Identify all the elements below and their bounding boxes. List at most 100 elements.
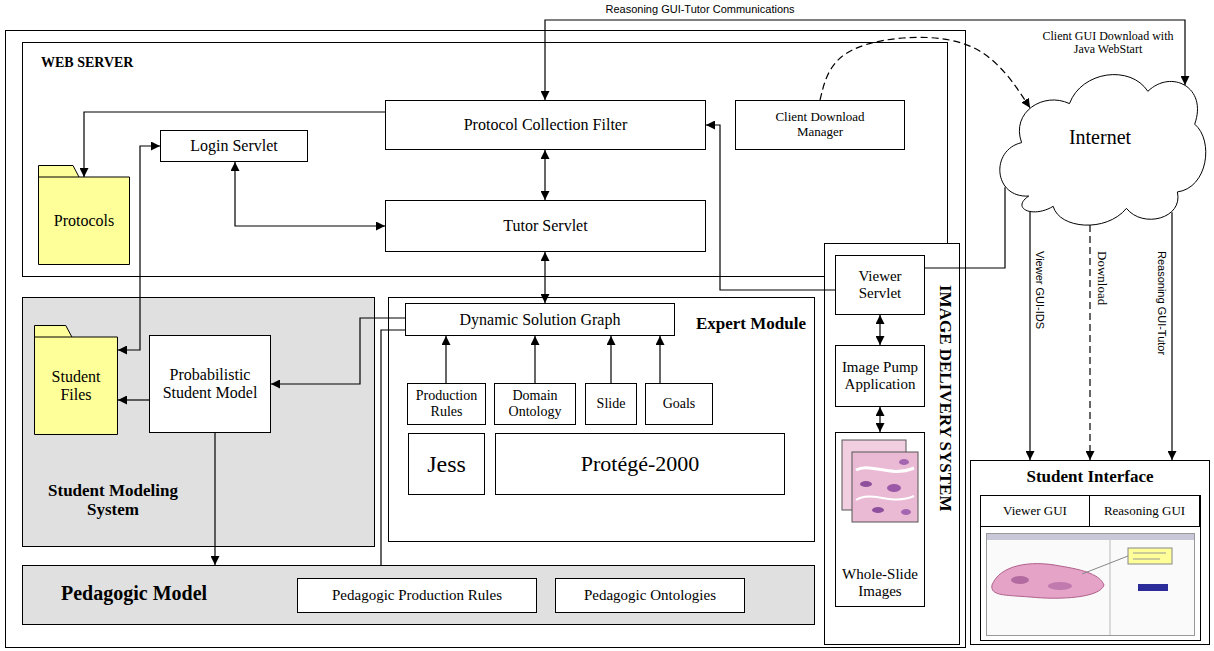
heading-holder: Pedagogic Model [61, 582, 207, 604]
cell-cluster [860, 481, 872, 487]
node-label: Reasoning GUI [1104, 504, 1185, 519]
cloud-outline [1000, 75, 1206, 226]
knowledge-box: Domain Ontology [494, 383, 576, 425]
knowledge-box: Production Rules [407, 383, 486, 425]
connector-label-holder: Reasoning GUI-Tutor Communications [605, 3, 796, 15]
group-heading: WEB SERVER [41, 55, 133, 71]
tissue-detail [1011, 576, 1029, 584]
node-label: Protocol Collection Filter [464, 116, 628, 134]
model-band: Pedagogic Model Pedagogic Production Rule… [22, 565, 815, 625]
tissue-streak [856, 496, 914, 500]
connector-line [1029, 212, 1030, 460]
subsystem-panel: Student Modeling System Student Files Prob… [22, 297, 375, 547]
connector-label: Reasoning GUI-Tutor [1156, 250, 1168, 356]
folder-tab-line [35, 337, 72, 338]
node-label: Pedagogic Production Rules [332, 587, 502, 604]
connector-label: Viewer GUI-IDS [1034, 250, 1046, 330]
slide-image [842, 440, 906, 510]
node-label: Slide [597, 396, 626, 412]
system-frame [6, 31, 966, 648]
cell-cluster [901, 509, 911, 515]
node-label: Client Download Manager [765, 110, 875, 139]
connector-line [118, 146, 160, 350]
connector-line [1089, 225, 1090, 460]
gui-cell: Viewer GUI [980, 495, 1090, 527]
knowledge-box: Slide [585, 383, 637, 425]
files-folder: Student Files [34, 325, 118, 435]
node-label: Internet [1069, 126, 1131, 148]
connector-label: Reasoning GUI-Tutor Communications [605, 3, 796, 15]
node-label: Protégé-2000 [581, 452, 700, 477]
connector-line [445, 336, 446, 383]
engine-box: Protégé-2000 [495, 433, 785, 495]
tissue-image [992, 564, 1104, 599]
filter-box: Protocol Collection Filter [385, 100, 706, 150]
connector-line [544, 150, 545, 200]
connector-label: Client GUI Download with Java WebStart [1038, 30, 1178, 57]
node-label: Viewer Servlet [840, 268, 920, 302]
slide-image [852, 452, 918, 522]
group-heading: IMAGE DELIVERY SYSTEM [936, 285, 955, 511]
connector-label-holder: Download [1094, 250, 1109, 306]
connector-line [381, 330, 405, 565]
connector-label-holder: Client GUI Download with Java WebStart [1038, 30, 1178, 57]
image-store-box: Whole-Slide Images [835, 432, 925, 607]
cell-cluster [887, 484, 901, 492]
node-label: Goals [663, 396, 696, 412]
connector-line [706, 125, 835, 290]
connector-line [925, 187, 1005, 268]
heading-holder: IMAGE DELIVERY SYSTEM [936, 285, 955, 511]
connector-line [659, 336, 660, 383]
application-box: Image Pump Application [835, 345, 925, 407]
connector-label-holder: Reasoning GUI-Tutor [1156, 250, 1168, 356]
interface-frame [981, 496, 1201, 641]
model-box: Probabilistic Student Model [149, 335, 271, 433]
manager-box: Client Download Manager [735, 100, 905, 150]
window-bar [987, 534, 1194, 540]
pointer-line [1082, 556, 1128, 574]
node-label: Dynamic Solution Graph [460, 311, 621, 329]
folder-outline [39, 166, 130, 265]
module-box: Expert ModuleDynamic Solution GraphProdu… [388, 297, 815, 542]
pedagogy-box: Pedagogic Ontologies [555, 578, 745, 613]
hypothesis-bar [1138, 584, 1168, 591]
connector-line [545, 20, 1185, 100]
node-label: Domain Ontology [499, 388, 571, 419]
folder-tab-line [39, 177, 80, 178]
knowledge-box: Goals [645, 383, 713, 425]
servlet-box: Tutor Servlet [385, 200, 706, 252]
connector-label-holder: Viewer GUI-IDS [1034, 250, 1046, 330]
heading-holder: Student Modeling System [38, 481, 188, 519]
note-box [1128, 548, 1172, 564]
connector-line [534, 336, 535, 383]
node-label: Login Servlet [190, 137, 278, 155]
internet-cloud: Internet [988, 42, 1212, 232]
connector-line [1171, 212, 1172, 460]
cell-cluster [872, 507, 884, 513]
connector-line [544, 252, 545, 303]
cell-cluster [875, 465, 895, 475]
connector-line [271, 318, 405, 384]
node-label: Protocols [54, 212, 114, 230]
protocols-folder: Protocols [38, 165, 130, 265]
download-curve [820, 37, 1030, 107]
pedagogy-box: Pedagogic Production Rules [297, 578, 537, 613]
node-label: Production Rules [412, 388, 481, 419]
group-heading: Pedagogic Model [61, 582, 207, 604]
connector-line [879, 407, 880, 432]
node-label: Pedagogic Ontologies [584, 587, 716, 604]
connector-label: Download [1094, 250, 1109, 306]
node-label: Jess [427, 451, 466, 478]
group-heading: Student Interface [971, 467, 1209, 486]
engine-box: Jess [408, 433, 485, 495]
node-label: Student Files [38, 368, 114, 404]
node-label: Image Pump Application [840, 359, 920, 393]
group-heading: Student Modeling System [38, 481, 188, 519]
node-label: Whole-Slide Images [840, 566, 920, 600]
connector-line [879, 315, 880, 345]
interface-screenshot [981, 496, 1201, 641]
screenshot-window [987, 534, 1195, 636]
node-label: Probabilistic Student Model [154, 366, 266, 402]
connector-line [235, 162, 385, 226]
servlet-box: Viewer Servlet [835, 255, 925, 315]
